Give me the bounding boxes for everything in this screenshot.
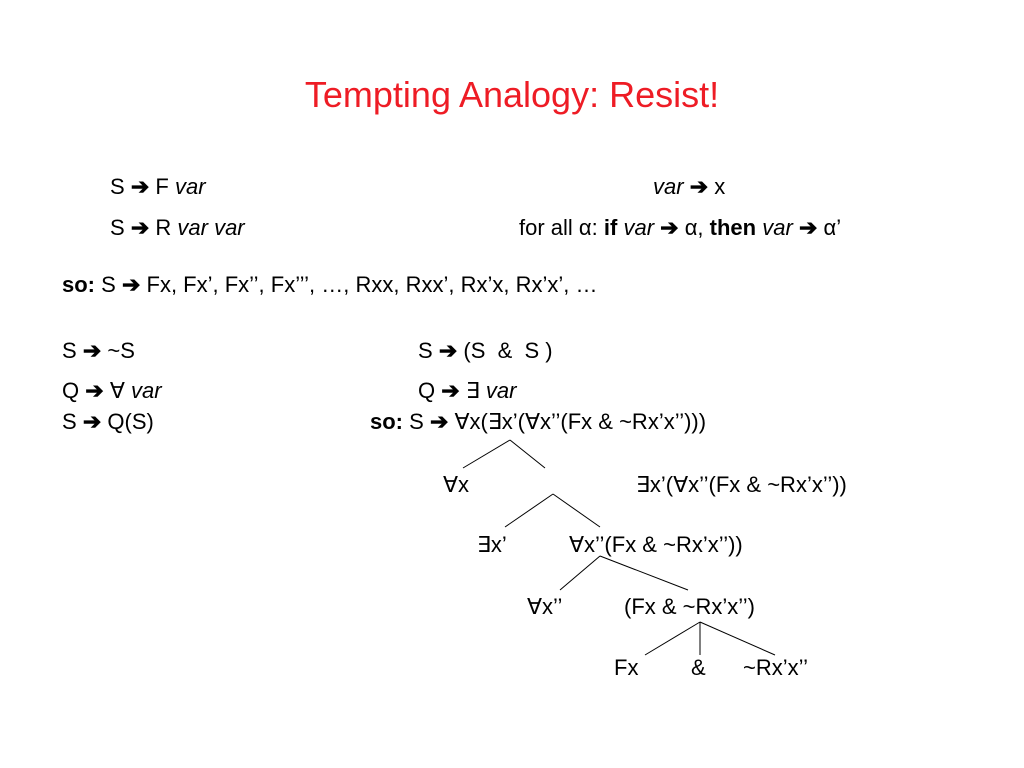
arrow-icon: ➔ [130,174,150,199]
tree-edge [552,493,601,528]
so-formula-line: so: S ➔ ∀x(∃x’(∀x’’(Fx & ~Rx’x’’))) [370,409,706,435]
arrow-icon: ➔ [130,215,150,240]
tree-leaf-ampersand: & [691,655,706,680]
arrow-icon: ➔ [429,409,449,434]
so-expansion-line: so: S ➔ Fx, Fx’, Fx’’, Fx’’’, …, Rxx, Rx… [62,272,598,298]
rule-conjunction: S ➔ (S & S ) [418,338,553,364]
rule-rhs: ~S [107,338,135,363]
arrow-icon: ➔ [438,338,458,363]
rule-alpha-prime: α’ [823,215,842,240]
expansion-list: Fx, Fx’, Fx’’, Fx’’’, …, Rxx, Rxx’, Rx’x… [146,272,598,297]
rule-var: var var [177,215,245,240]
tree-edge [699,621,776,656]
arrow-icon: ➔ [85,378,104,403]
tree-edge [599,555,689,591]
arrow-icon: ➔ [82,338,102,363]
rule-var-x: var ➔ x [653,174,725,200]
rule-var: var [762,215,793,240]
tree-node-forall-x-double-prime: ∀x’’ [527,594,563,619]
rule-lhs: Q [62,378,80,403]
tree-edge [644,621,701,656]
rule-rhs: R [155,215,172,240]
tree-node-conjunction: (Fx & ~Rx’x’’) [624,594,755,619]
rule-then: then [709,215,757,240]
formula: ∀x(∃x’(∀x’’(Fx & ~Rx’x’’))) [454,409,707,434]
rule-rhs: F [155,174,169,199]
exists-symbol: ∃ [465,378,480,403]
rule-lhs: S [110,215,125,240]
tree-edge [504,493,554,528]
rule-var: var [131,378,162,403]
tree-edge [462,439,511,469]
arrow-icon: ➔ [82,409,102,434]
rule-universal-quantifier: Q ➔ ∀ var [62,378,162,404]
so-label: so: [62,272,95,297]
rule-s-f-var: S ➔ F var [110,174,206,200]
rule-negation: S ➔ ~S [62,338,135,364]
rule-lhs: S [62,338,77,363]
rule-lhs: S [110,174,125,199]
rule-var: var [653,174,684,199]
so-label: so: [370,409,403,434]
rule-var: var [623,215,655,240]
arrow-icon: ➔ [121,272,141,297]
tree-node-forall-subformula: ∀x’’(Fx & ~Rx’x’’)) [569,532,743,557]
arrow-icon: ➔ [689,174,709,199]
rule-if: if [603,215,618,240]
rule-rhs: x [714,174,726,199]
tree-leaf-fx: Fx [614,655,639,680]
forall-symbol: ∀ [109,378,125,403]
rule-for-all-alpha: for all α: if var ➔ α, then var ➔ α’ [519,215,841,241]
tree-node-exists-subformula: ∃x’(∀x’’(Fx & ~Rx’x’’)) [636,472,847,497]
rule-prefix: for all α: [519,215,598,240]
rule-var: var [485,378,517,403]
tree-node-forall-x: ∀x [443,472,470,497]
rule-lhs: Q [418,378,436,403]
rule-lhs: S [101,272,116,297]
rule-rhs: (S & S ) [463,338,553,363]
tree-leaf-negation: ~Rx’x’’ [743,655,809,680]
arrow-icon: ➔ [798,215,818,240]
slide-title: Tempting Analogy: Resist! [304,74,720,115]
tree-node-exists-x-prime: ∃x’ [477,532,507,557]
rule-s-r-var-var: S ➔ R var var [110,215,245,241]
rule-rhs: Q(S) [107,409,154,434]
tree-edge [559,555,601,591]
rule-alpha: α, [684,215,704,240]
rule-quantified-sentence: S ➔ Q(S) [62,409,154,435]
rule-lhs: S [418,338,433,363]
rule-lhs: S [409,409,424,434]
tree-edge [509,439,546,469]
arrow-icon: ➔ [441,378,460,403]
rule-var: var [174,174,206,199]
arrow-icon: ➔ [660,215,679,240]
rule-lhs: S [62,409,77,434]
rule-existential-quantifier: Q ➔ ∃ var [418,378,516,404]
